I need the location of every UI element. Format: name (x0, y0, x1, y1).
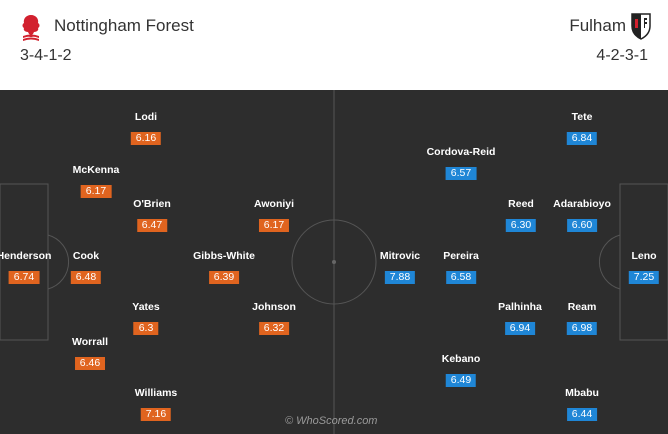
player-rating-badge: 6.30 (505, 219, 537, 232)
player-name: Johnson (252, 301, 296, 313)
player-name: Ream (567, 301, 597, 313)
away-formation: 4-2-3-1 (596, 47, 648, 64)
away-player[interactable]: Mitrovic 7.88 (380, 250, 420, 285)
home-player[interactable]: Worrall 6.46 (72, 336, 108, 371)
away-player[interactable]: Leno 7.25 (628, 250, 660, 285)
player-rating-badge: 6.47 (136, 219, 168, 232)
player-rating-badge: 6.60 (566, 219, 598, 232)
player-rating-badge: 6.39 (208, 271, 240, 284)
home-player[interactable]: Henderson 6.74 (0, 250, 51, 285)
away-player[interactable]: Reed 6.30 (505, 198, 537, 233)
player-name: Kebano (441, 353, 481, 365)
away-player[interactable]: Kebano 6.49 (441, 353, 481, 388)
player-rating-badge: 7.88 (384, 271, 416, 284)
away-player[interactable]: Ream 6.98 (566, 301, 598, 336)
player-rating-badge: 6.3 (133, 322, 159, 335)
away-player[interactable]: Adarabioyo 6.60 (553, 198, 611, 233)
player-rating-badge: 6.57 (445, 167, 477, 180)
match-header: Nottingham Forest 3-4-1-2 Fulham 4-2-3-1 (0, 0, 668, 90)
away-team-name[interactable]: Fulham (569, 16, 626, 35)
player-name: Adarabioyo (553, 198, 611, 210)
player-name: Cook (72, 250, 100, 262)
player-name: Leno (631, 250, 657, 262)
player-name: Reed (508, 198, 534, 210)
fulham-crest-icon (631, 13, 651, 40)
player-rating-badge: 6.17 (258, 219, 290, 232)
home-player[interactable]: Gibbs-White 6.39 (193, 250, 255, 285)
player-name: Mitrovic (379, 250, 421, 262)
player-name: Worrall (72, 336, 108, 348)
home-player[interactable]: Awoniyi 6.17 (254, 198, 294, 233)
player-rating-badge: 7.25 (628, 271, 660, 284)
player-name: Tete (571, 111, 593, 123)
player-name: Yates (132, 301, 160, 313)
home-formation: 3-4-1-2 (20, 47, 72, 64)
away-player[interactable]: Cordova-Reid 6.57 (426, 146, 496, 181)
home-player[interactable]: McKenna 6.17 (72, 164, 120, 199)
player-rating-badge: 6.17 (80, 185, 112, 198)
home-player[interactable]: O'Brien 6.47 (133, 198, 171, 233)
player-name: Williams (134, 387, 178, 399)
home-player[interactable]: Lodi 6.16 (130, 111, 162, 146)
player-name: Henderson (0, 250, 52, 262)
player-name: Palhinha (498, 301, 542, 313)
away-player[interactable]: Pereira 6.58 (443, 250, 479, 285)
away-player[interactable]: Tete 6.84 (566, 111, 598, 146)
away-player[interactable]: Palhinha 6.94 (498, 301, 542, 336)
home-player[interactable]: Cook 6.48 (70, 250, 102, 285)
player-rating-badge: 6.16 (130, 132, 162, 145)
home-player[interactable]: Williams 7.16 (134, 387, 178, 422)
pitch (0, 90, 668, 434)
player-name: O'Brien (133, 198, 171, 210)
player-rating-badge: 6.49 (445, 374, 477, 387)
watermark: © WhoScored.com (285, 415, 378, 427)
player-rating-badge: 6.32 (258, 322, 290, 335)
player-rating-badge: 6.44 (566, 408, 598, 421)
home-player[interactable]: Yates 6.3 (132, 301, 160, 336)
player-name: Cordova-Reid (426, 146, 496, 158)
player-rating-badge: 6.58 (445, 271, 477, 284)
home-team-name[interactable]: Nottingham Forest (54, 16, 194, 35)
player-name: Awoniyi (253, 198, 295, 210)
player-rating-badge: 6.74 (8, 271, 40, 284)
nottingham-forest-crest-icon (22, 15, 40, 41)
player-name: Gibbs-White (193, 250, 255, 262)
player-name: Lodi (134, 111, 158, 123)
player-name: Mbabu (565, 387, 599, 399)
pitch-markings (0, 90, 668, 434)
player-rating-badge: 6.98 (566, 322, 598, 335)
away-player[interactable]: Mbabu 6.44 (565, 387, 599, 422)
player-rating-badge: 6.84 (566, 132, 598, 145)
player-name: Pereira (443, 250, 479, 262)
player-rating-badge: 6.46 (74, 357, 106, 370)
player-rating-badge: 6.94 (504, 322, 536, 335)
player-name: McKenna (72, 164, 120, 176)
player-rating-badge: 6.48 (70, 271, 102, 284)
player-rating-badge: 7.16 (140, 408, 172, 421)
home-player[interactable]: Johnson 6.32 (252, 301, 296, 336)
